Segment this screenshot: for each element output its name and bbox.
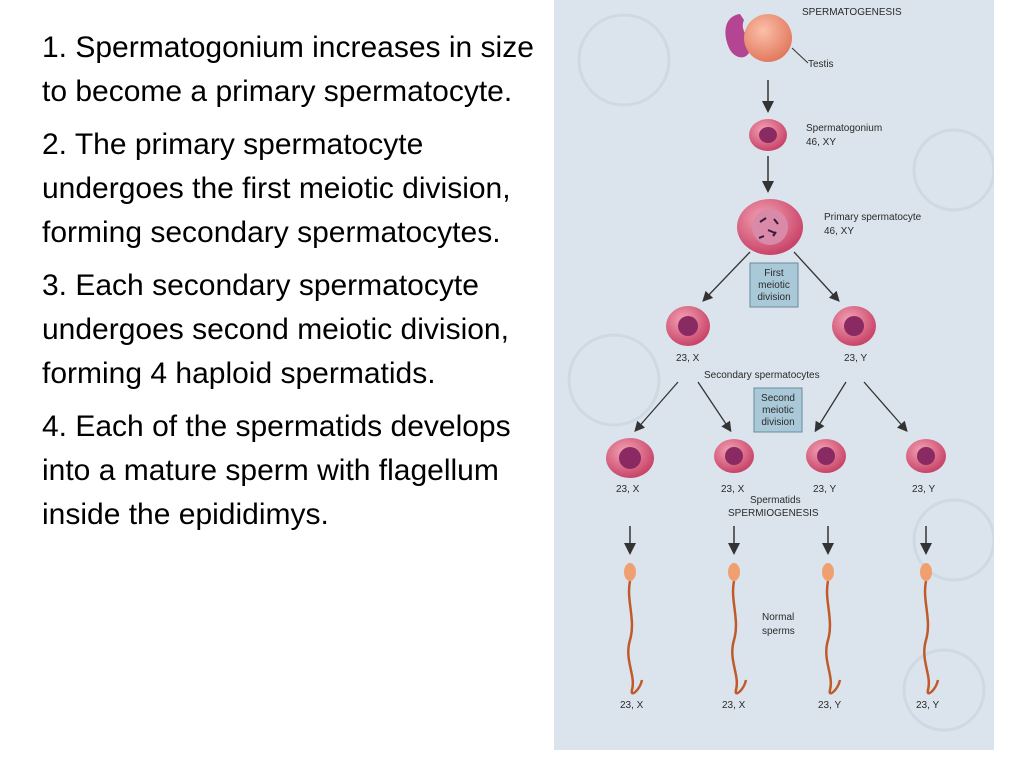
- second-meiotic-division-box: Second meiotic division: [753, 387, 803, 433]
- spermatid-cell: [606, 438, 654, 478]
- primary-spermatocyte-cell: [737, 199, 803, 255]
- spermatid-cell: [906, 439, 946, 473]
- spermatids-label: Spermatids: [750, 495, 801, 506]
- step-4-text: 4. Each of the spermatids develops into …: [42, 410, 511, 531]
- spermatid-cell: [806, 439, 846, 473]
- spermatogonium-cell: [749, 119, 787, 151]
- step-1-text: 1. Spermatogonium increases in size to b…: [42, 31, 534, 108]
- spermatogonium-label: Spermatogonium: [806, 123, 882, 134]
- first-division-line-2: meiotic: [758, 280, 790, 291]
- text-panel: 1. Spermatogonium increases in size to b…: [42, 26, 542, 546]
- primary-spermatocyte-karyotype: 46, XY: [824, 226, 854, 237]
- first-division-line-1: First: [764, 268, 784, 279]
- primary-spermatocyte-label: Primary spermatocyte: [824, 212, 922, 223]
- first-meiotic-division-box: First meiotic division: [749, 262, 799, 308]
- normal-sperms-line-1: Normal: [762, 612, 794, 623]
- secondary-spermatocyte-x: [666, 306, 710, 346]
- step-3-text: 3. Each secondary spermatocyte undergoes…: [42, 269, 509, 390]
- second-division-line-2: meiotic: [762, 405, 794, 416]
- sperm-icon: [920, 563, 940, 695]
- spermatid-cell: [714, 439, 754, 473]
- sperm-label-4: 23, Y: [916, 700, 939, 711]
- testis-label: Testis: [808, 59, 834, 70]
- secondary-label-x: 23, X: [676, 353, 700, 364]
- secondary-spermatocyte-y: [832, 306, 876, 346]
- spermatid-label-4: 23, Y: [912, 484, 935, 495]
- sperm-label-2: 23, X: [722, 700, 746, 711]
- second-division-line-3: division: [761, 417, 794, 428]
- sperm-label-1: 23, X: [620, 700, 644, 711]
- step-2-text: 2. The primary spermatocyte undergoes th…: [42, 128, 511, 249]
- spermatogenesis-figure: SPERMATOGENESIS Testis Spermatogonium 46…: [554, 0, 994, 750]
- spermatogonium-karyotype: 46, XY: [806, 137, 836, 148]
- first-division-line-3: division: [757, 292, 790, 303]
- spermatid-label-1: 23, X: [616, 484, 640, 495]
- spermatid-label-3: 23, Y: [813, 484, 836, 495]
- secondary-spermatocytes-label: Secondary spermatocytes: [704, 370, 820, 381]
- sperm-icon: [728, 563, 748, 695]
- spermatid-label-2: 23, X: [721, 484, 745, 495]
- normal-sperms-line-2: sperms: [762, 626, 795, 637]
- sperm-icon: [822, 563, 842, 695]
- testis-icon: [725, 14, 792, 62]
- second-division-line-1: Second: [761, 393, 795, 404]
- spermiogenesis-label: SPERMIOGENESIS: [728, 508, 819, 519]
- figure-title: SPERMATOGENESIS: [802, 7, 902, 18]
- secondary-label-y: 23, Y: [844, 353, 867, 364]
- sperm-label-3: 23, Y: [818, 700, 841, 711]
- sperm-icon: [624, 563, 644, 695]
